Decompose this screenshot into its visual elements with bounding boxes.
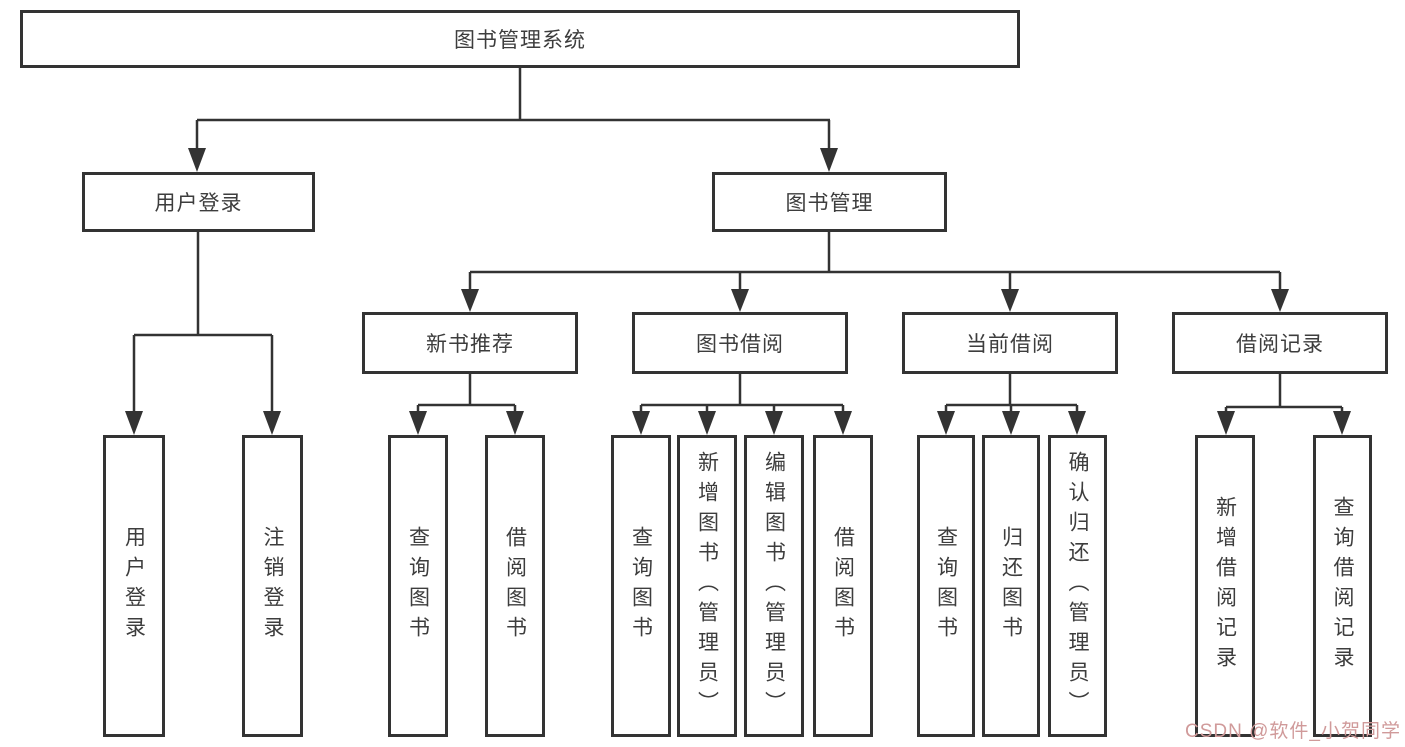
leaf-add-borrow-record-label: 新增借阅记录 xyxy=(1213,496,1237,676)
leaf-borrowing-query-books: 查询图书 xyxy=(611,435,671,737)
leaf-return-books: 归还图书 xyxy=(982,435,1040,737)
node-root-system: 图书管理系统 xyxy=(20,10,1020,68)
node-current-borrowing-label: 当前借阅 xyxy=(966,333,1054,356)
node-current-borrowing: 当前借阅 xyxy=(902,312,1118,374)
leaf-current-query-books: 查询图书 xyxy=(917,435,975,737)
leaf-recommend-query-books: 查询图书 xyxy=(388,435,448,737)
node-user-login: 用户登录 xyxy=(82,172,315,232)
node-new-book-recommendation-label: 新书推荐 xyxy=(426,333,514,356)
leaf-add-books-admin-label: 新增图书（管理员） xyxy=(695,451,719,721)
leaf-borrowing-borrow-books: 借阅图书 xyxy=(813,435,873,737)
leaf-borrowing-query-books-label: 查询图书 xyxy=(629,526,653,646)
node-book-management-label: 图书管理 xyxy=(785,192,874,215)
leaf-logout-label: 注销登录 xyxy=(261,526,284,646)
leaf-confirm-return-admin-label: 确认归还（管理员） xyxy=(1066,451,1089,721)
leaf-recommend-query-books-label: 查询图书 xyxy=(406,526,430,646)
leaf-user-login: 用户登录 xyxy=(103,435,165,737)
leaf-borrowing-borrow-books-label: 借阅图书 xyxy=(831,526,855,646)
node-user-login-label: 用户登录 xyxy=(154,192,243,215)
leaf-recommend-borrow-books-label: 借阅图书 xyxy=(503,526,527,646)
node-book-management: 图书管理 xyxy=(712,172,947,232)
leaf-add-books-admin: 新增图书（管理员） xyxy=(677,435,737,737)
leaf-return-books-label: 归还图书 xyxy=(999,526,1023,646)
leaf-edit-books-admin-label: 编辑图书（管理员） xyxy=(762,451,786,721)
leaf-query-borrow-record: 查询借阅记录 xyxy=(1313,435,1372,737)
node-root-label: 图书管理系统 xyxy=(454,29,586,52)
node-new-book-recommendation: 新书推荐 xyxy=(362,312,578,374)
leaf-add-borrow-record: 新增借阅记录 xyxy=(1195,435,1255,737)
node-borrowing-records-label: 借阅记录 xyxy=(1236,333,1324,356)
leaf-recommend-borrow-books: 借阅图书 xyxy=(485,435,545,737)
leaf-current-query-books-label: 查询图书 xyxy=(934,526,958,646)
leaf-edit-books-admin: 编辑图书（管理员） xyxy=(744,435,804,737)
node-book-borrowing: 图书借阅 xyxy=(632,312,848,374)
node-book-borrowing-label: 图书借阅 xyxy=(696,333,784,356)
leaf-logout: 注销登录 xyxy=(242,435,303,737)
node-borrowing-records: 借阅记录 xyxy=(1172,312,1388,374)
leaf-user-login-label: 用户登录 xyxy=(122,526,146,646)
leaf-query-borrow-record-label: 查询借阅记录 xyxy=(1331,496,1354,676)
leaf-confirm-return-admin: 确认归还（管理员） xyxy=(1048,435,1107,737)
